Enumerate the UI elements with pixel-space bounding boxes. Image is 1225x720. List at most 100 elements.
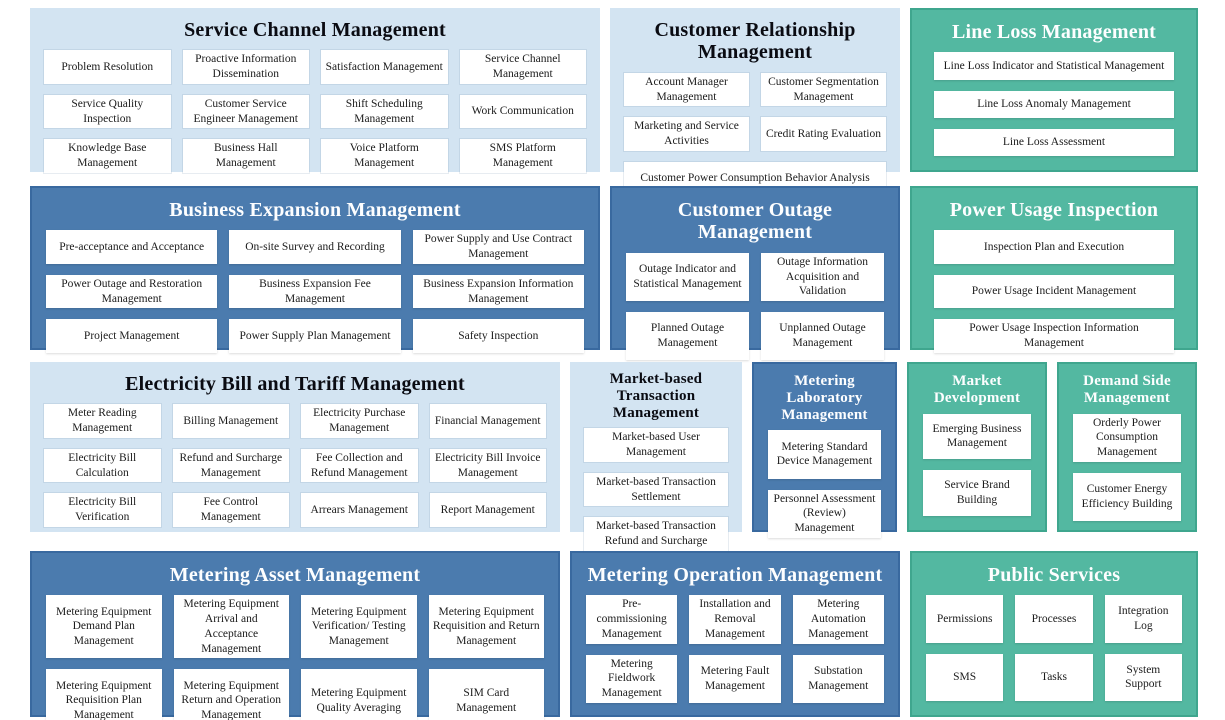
panel-title-electricity-bill-and-tariff-management: Electricity Bill and Tariff Management: [125, 373, 465, 395]
module-box-knowledge-base-management: Knowledge Base Management: [44, 139, 171, 173]
module-box-electricity-bill-invoice-management: Electricity Bill Invoice Management: [429, 448, 546, 483]
panel-grid: Metering Equipment Demand Plan Managemen…: [32, 592, 558, 720]
panel-title-customer-outage-management: Customer Outage Management: [677, 199, 833, 244]
panel-title-public-services: Public Services: [987, 564, 1121, 586]
module-box-line-loss-assessment: Line Loss Assessment: [934, 128, 1174, 156]
panel-grid: Outage Indicator and Statistical Managem…: [612, 250, 898, 374]
module-box-electricity-purchase-management: Electricity Purchase Management: [301, 404, 418, 438]
module-box-report-management: Report Management: [429, 493, 546, 527]
panel-title-metering-asset-management: Metering Asset Management: [169, 564, 421, 586]
module-box-system-support: System Support: [1104, 653, 1182, 701]
module-box-business-hall-management: Business Hall Management: [182, 139, 309, 173]
module-box-metering-equipment-quality-averaging: Metering Equipment Quality Averaging: [301, 669, 417, 720]
module-box-work-communication: Work Communication: [459, 94, 586, 129]
module-box-marketing-and-service-activities: Marketing and Service Activities: [624, 117, 749, 151]
module-box-service-quality-inspection: Service Quality Inspection: [44, 94, 171, 129]
module-box-financial-management: Financial Management: [429, 404, 546, 438]
module-box-pre-commissioning-management: Pre-commissioning Management: [586, 595, 678, 644]
panel-title-market-development: Market Development: [933, 373, 1021, 406]
module-box-metering-equipment-verification-testing-management: Metering Equipment Verification/ Testing…: [301, 595, 417, 659]
module-box-power-supply-and-use-contract-management: Power Supply and Use Contract Management: [412, 230, 584, 264]
module-box-outage-indicator-and-statistical-management: Outage Indicator and Statistical Managem…: [626, 252, 749, 301]
module-box-planned-outage-management: Planned Outage Management: [626, 311, 749, 361]
module-box-sms-platform-management: SMS Platform Management: [459, 139, 586, 173]
module-box-arrears-management: Arrears Management: [301, 493, 418, 527]
module-box-emerging-business-management: Emerging Business Management: [923, 413, 1031, 460]
module-box-electricity-bill-verification: Electricity Bill Verification: [44, 493, 161, 527]
module-box-fee-collection-and-refund-management: Fee Collection and Refund Management: [301, 448, 418, 483]
module-box-metering-automation-management: Metering Automation Management: [792, 595, 884, 644]
module-box-sms: SMS: [926, 653, 1004, 701]
module-box-safety-inspection: Safety Inspection: [412, 319, 584, 353]
panel-grid: Line Loss Indicator and Statistical Mana…: [912, 49, 1196, 170]
panel-title-customer-relationship-management: Customer Relationship Management: [654, 19, 856, 64]
module-box-business-expansion-fee-management: Business Expansion Fee Management: [229, 274, 401, 309]
module-box-power-usage-inspection-information-management: Power Usage Inspection Information Manag…: [934, 319, 1174, 353]
module-box-integration-log: Integration Log: [1104, 595, 1182, 643]
module-box-shift-scheduling-management: Shift Scheduling Management: [321, 94, 448, 129]
module-box-voice-platform-management: Voice Platform Management: [321, 139, 448, 173]
module-box-account-manager-management: Account Manager Management: [624, 72, 749, 107]
module-box-metering-equipment-demand-plan-management: Metering Equipment Demand Plan Managemen…: [46, 595, 162, 659]
module-box-metering-equipment-requisition-plan-management: Metering Equipment Requisition Plan Mana…: [46, 669, 162, 720]
module-box-metering-standard-device-management: Metering Standard Device Management: [768, 430, 881, 479]
panel-title-business-expansion-management: Business Expansion Management: [169, 199, 461, 221]
module-box-market-based-transaction-settlement: Market-based Transaction Settlement: [584, 472, 728, 507]
module-box-metering-equipment-arrival-and-acceptance-management: Metering Equipment Arrival and Acceptanc…: [173, 595, 289, 659]
module-box-service-channel-management: Service Channel Management: [459, 50, 586, 84]
module-box-unplanned-outage-management: Unplanned Outage Management: [761, 311, 884, 361]
panel-title-service-channel-management: Service Channel Management: [184, 19, 446, 41]
module-box-permissions: Permissions: [926, 595, 1004, 643]
module-box-metering-fieldwork-management: Metering Fieldwork Management: [586, 654, 678, 703]
module-box-billing-management: Billing Management: [172, 404, 289, 438]
module-box-sim-card-management: SIM Card Management: [428, 669, 544, 720]
module-box-power-supply-plan-management: Power Supply Plan Management: [229, 319, 401, 353]
module-box-satisfaction-management: Satisfaction Management: [321, 50, 448, 84]
module-box-market-based-transaction-refund-and-surcharge: Market-based Transaction Refund and Surc…: [584, 517, 728, 551]
module-box-credit-rating-evaluation: Credit Rating Evaluation: [761, 117, 886, 151]
module-box-customer-segmentation-management: Customer Segmentation Management: [761, 72, 886, 107]
module-box-customer-service-engineer-management: Customer Service Engineer Management: [182, 94, 309, 129]
module-box-tasks: Tasks: [1015, 653, 1093, 701]
module-box-fee-control-management: Fee Control Management: [172, 493, 289, 527]
module-box-orderly-power-consumption-management: Orderly Power Consumption Management: [1073, 413, 1181, 462]
module-box-electricity-bill-calculation: Electricity Bill Calculation: [44, 448, 161, 483]
module-box-line-loss-anomaly-management: Line Loss Anomaly Management: [934, 90, 1174, 118]
module-box-metering-equipment-return-and-operation-management: Metering Equipment Return and Operation …: [173, 669, 289, 720]
module-box-project-management: Project Management: [46, 319, 218, 353]
panel-title-metering-laboratory-management: Metering Laboratory Management: [781, 373, 868, 423]
module-box-on-site-survey-and-recording: On-site Survey and Recording: [229, 230, 401, 264]
module-box-power-usage-incident-management: Power Usage Incident Management: [934, 274, 1174, 309]
module-box-outage-information-acquisition-and-validation: Outage Information Acquisition and Valid…: [761, 252, 884, 301]
module-box-inspection-plan-and-execution: Inspection Plan and Execution: [934, 230, 1174, 264]
module-box-personnel-assessment-review-management: Personnel Assessment (Review) Management: [768, 489, 881, 538]
module-box-metering-equipment-requisition-and-return-management: Metering Equipment Requisition and Retur…: [428, 595, 544, 659]
module-box-problem-resolution: Problem Resolution: [44, 50, 171, 84]
